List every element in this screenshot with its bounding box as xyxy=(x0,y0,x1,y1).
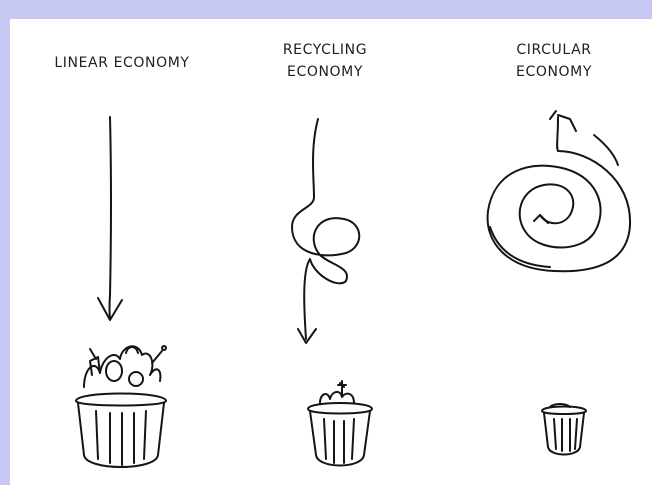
full-trash-bin-icon xyxy=(75,345,167,468)
label-linear-economy: LINEAR ECONOMY xyxy=(28,52,216,74)
label-circular-line-1: CIRCULAR xyxy=(516,42,592,58)
small-trash-bin-icon xyxy=(541,403,587,456)
straight-down-arrow-icon xyxy=(97,116,123,321)
label-recycling-line-1: RECYCLING xyxy=(282,42,368,58)
economy-diagram: LINEAR ECONOMY RECYCLING ECONOMY CIRCULA… xyxy=(10,19,652,485)
medium-trash-bin-icon xyxy=(307,380,373,467)
spiral-arrow-icon xyxy=(486,110,632,273)
looping-down-arrow-icon xyxy=(291,118,361,344)
label-circular-economy: CIRCULAR ECONOMY xyxy=(486,39,622,83)
label-linear-text: LINEAR ECONOMY xyxy=(54,55,190,71)
label-recycling-line-2: ECONOMY xyxy=(287,64,363,80)
label-circular-line-2: ECONOMY xyxy=(516,64,592,80)
diagram-drawing xyxy=(75,110,632,468)
label-recycling-economy: RECYCLING ECONOMY xyxy=(260,39,390,83)
